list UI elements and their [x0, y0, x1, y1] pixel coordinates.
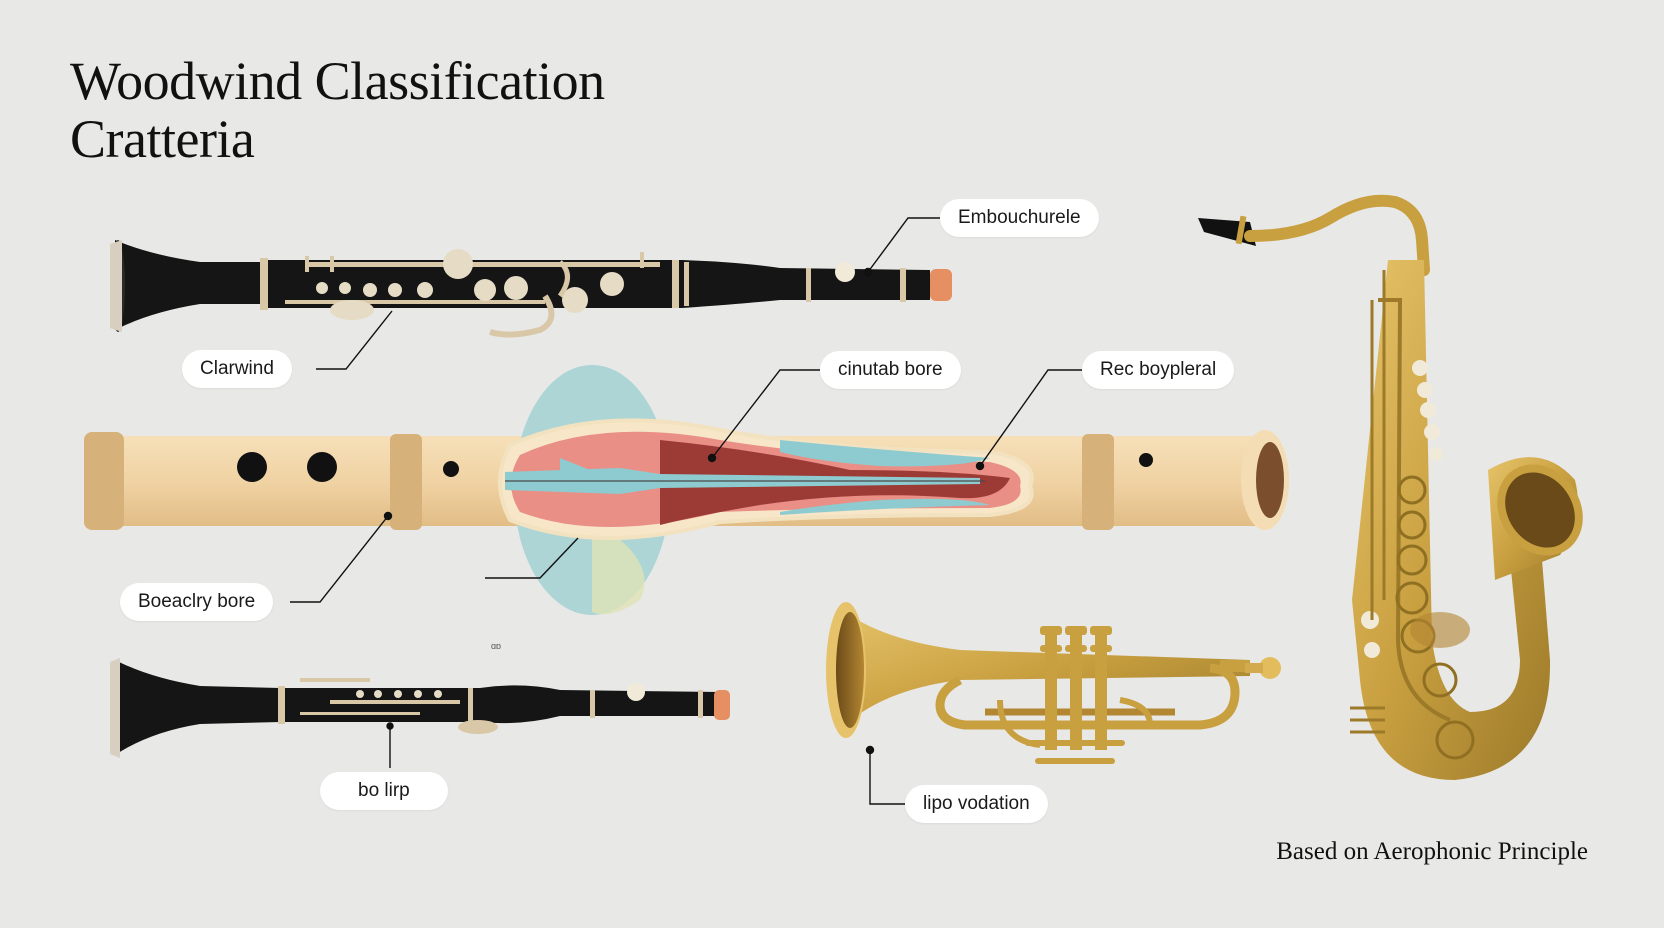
- oboe-illustration: [110, 658, 730, 758]
- callout-cinutab-bore: cinutab bore: [820, 351, 961, 389]
- leader-cinutab: [711, 369, 820, 459]
- leader-boeaclry: [290, 515, 389, 603]
- leader-clarwind: [316, 310, 393, 370]
- title-line-2: Cratteria: [70, 109, 255, 169]
- leader-dot-embouchure: [863, 267, 873, 277]
- leader-dot-bolirp: [386, 722, 394, 730]
- leader-dot-boeaclry: [383, 511, 393, 521]
- leader-dot-lipo: [865, 745, 875, 755]
- leader-dot-cinutab: [707, 453, 717, 463]
- callout-lipo-vodation: lipo vodation: [905, 785, 1048, 823]
- page-title: Woodwind Classification Cratteria: [70, 52, 605, 168]
- callout-boeaclry-bore: Boeaclry bore: [120, 583, 274, 621]
- leader-bore-extra: [485, 537, 579, 579]
- saxophone-illustration: [1198, 194, 1583, 780]
- title-line-1: Woodwind Classification: [70, 51, 605, 111]
- leader-lines: [290, 217, 1088, 805]
- leader-dot-rec: [975, 461, 985, 471]
- leader-rec: [979, 369, 1088, 467]
- bore-cross-section: [498, 365, 1034, 615]
- leader-embouchure: [867, 217, 940, 273]
- callout-embouchure: Embouchurele: [940, 199, 1099, 237]
- trumpet-illustration: [826, 602, 1281, 764]
- leader-lipo: [869, 750, 905, 805]
- callout-rec-boypleral: Rec boypleral: [1082, 351, 1235, 389]
- callout-bo-lirp: bo lirp: [320, 772, 448, 810]
- clarinet-illustration: [110, 240, 952, 338]
- footer-caption: Based on Aerophonic Principle: [1276, 838, 1588, 865]
- callout-clarwind: Clarwind: [182, 350, 292, 388]
- stray-mark: ɑɒ: [491, 641, 502, 651]
